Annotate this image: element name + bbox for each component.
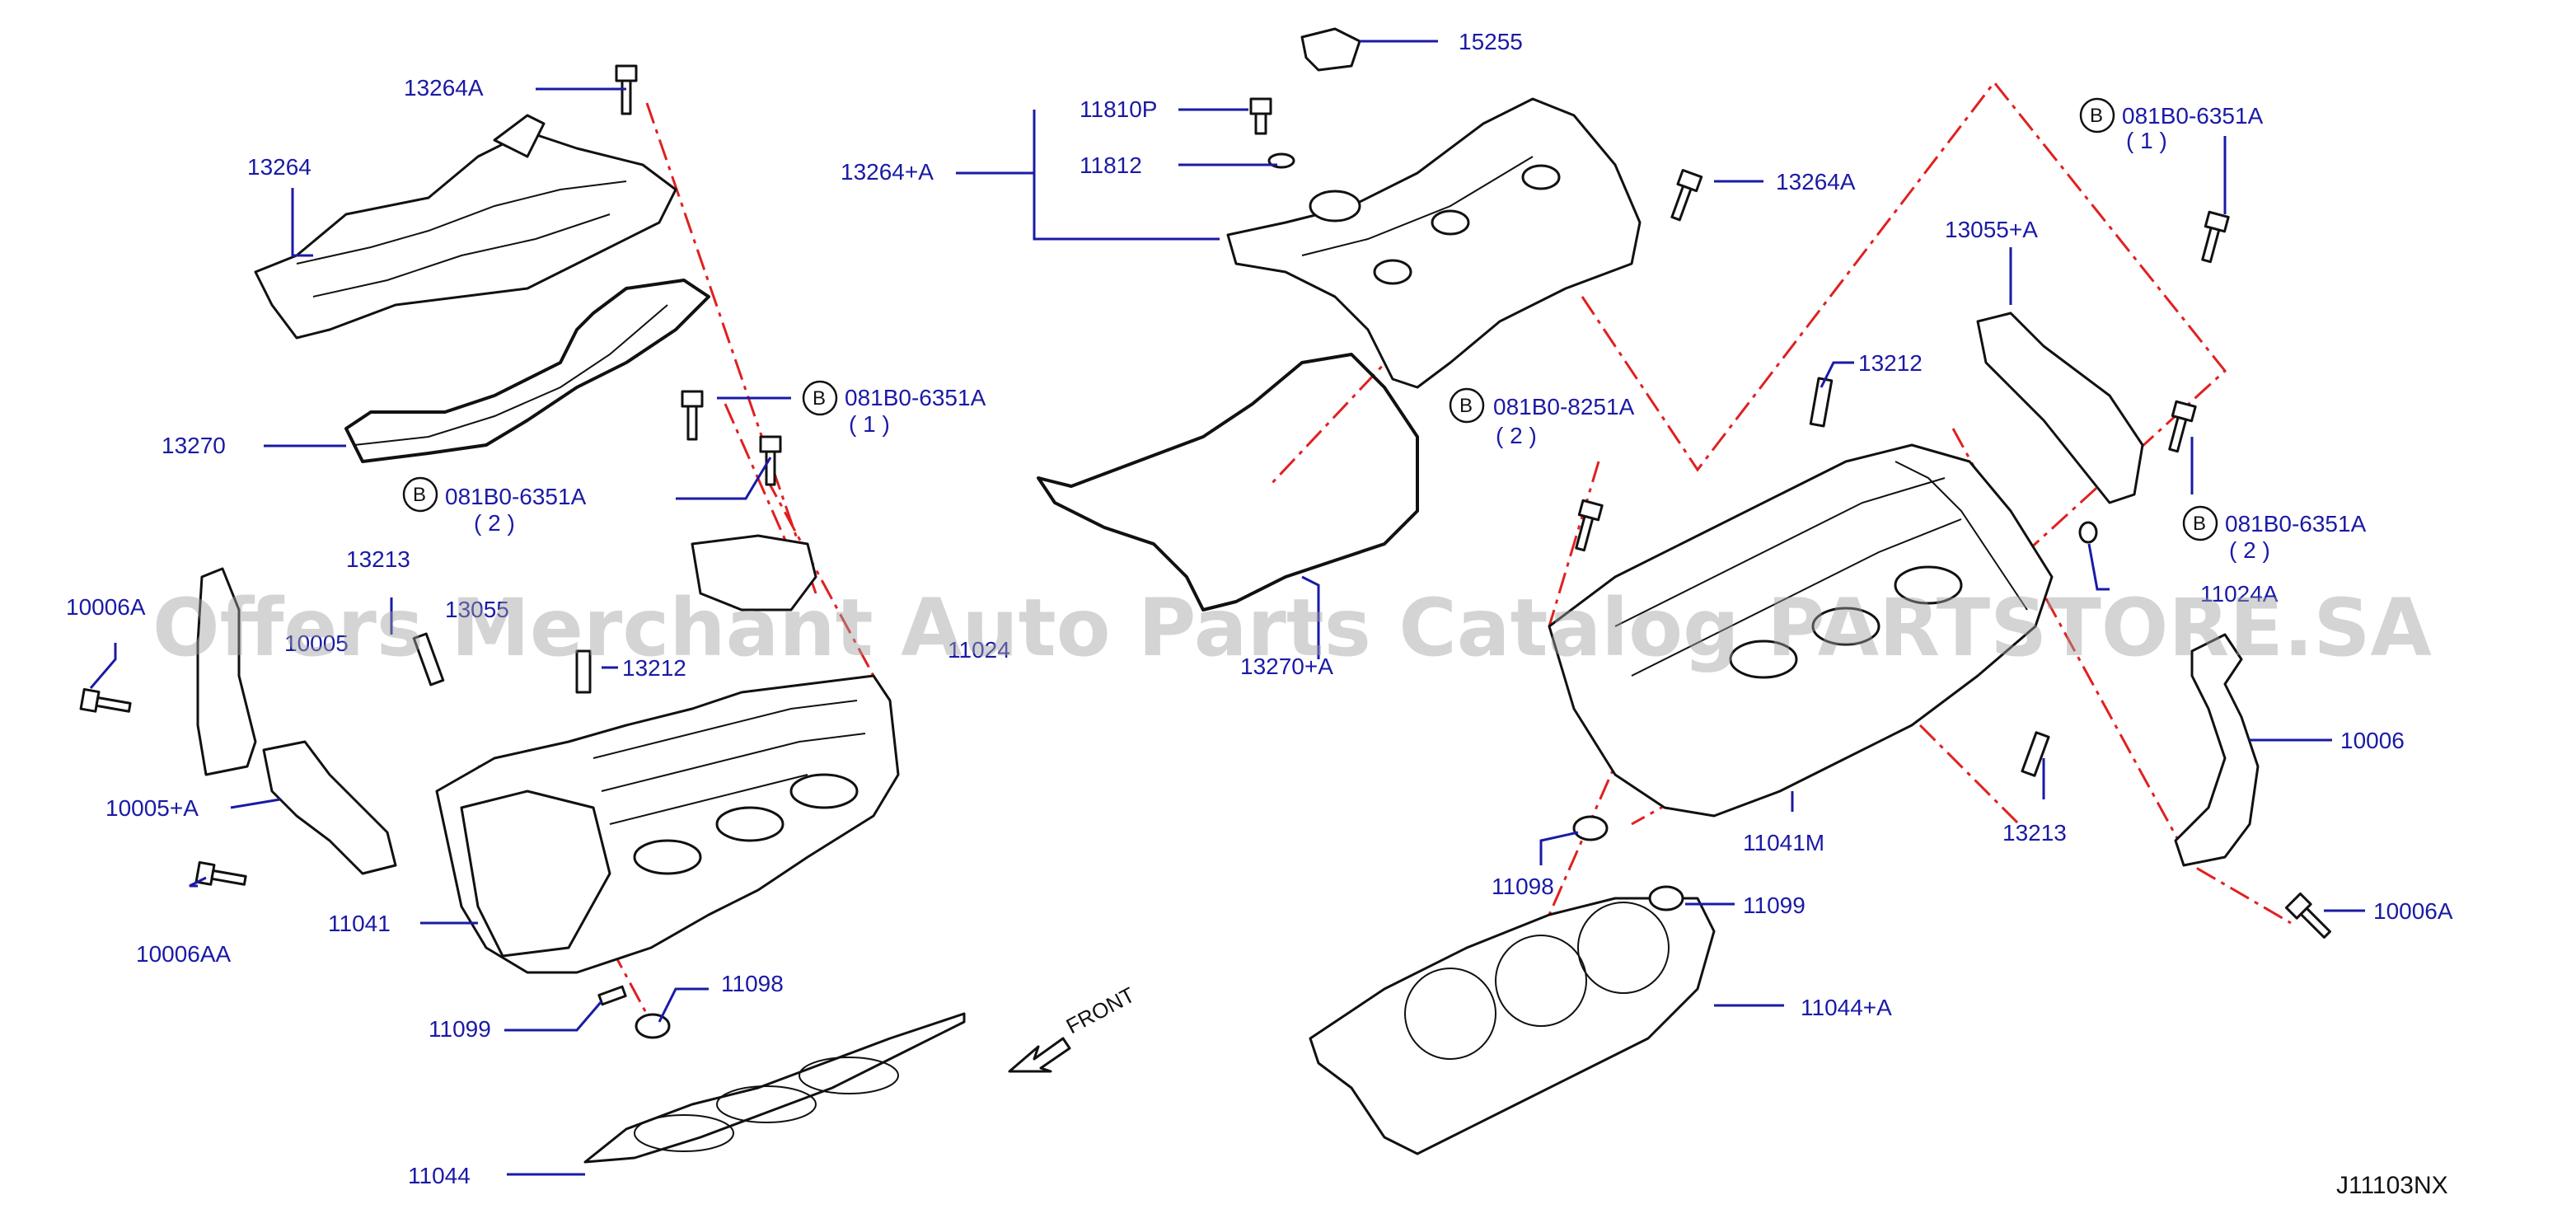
label-11044plusA: 11044+A bbox=[1801, 995, 1892, 1020]
label-13212-left: 13212 bbox=[622, 655, 686, 681]
part-labels: 15255 11810P 11812 13264A 13264A 13264 1… bbox=[66, 29, 2453, 1188]
valve-cover-13264plusA bbox=[1226, 27, 1642, 389]
callout-081B0-6351A-left-2: B 081B0-6351A ( 2 ) bbox=[402, 476, 587, 536]
label-partial-13055: 13055 bbox=[445, 597, 509, 622]
pin-13213-right bbox=[2021, 731, 2050, 777]
svg-text:B: B bbox=[2193, 513, 2206, 535]
label-11812: 11812 bbox=[1080, 152, 1142, 178]
callout-part-number: 081B0-6351A bbox=[2122, 103, 2264, 129]
head-gasket-11044 bbox=[583, 1012, 966, 1164]
callout-qty: ( 2 ) bbox=[1496, 423, 1537, 448]
label-10006: 10006 bbox=[2340, 728, 2405, 753]
leader-lines bbox=[89, 40, 2365, 1176]
callout-081B0-8251A: B 081B0-8251A ( 2 ) bbox=[1449, 387, 1635, 448]
bolt-10006A-right bbox=[2284, 892, 2331, 939]
label-13270plusA: 13270+A bbox=[1240, 654, 1333, 679]
valve-cover-gasket-13270plusA bbox=[1037, 353, 1419, 612]
callout-081B0-6351A-right-2: B 081B0-6351A ( 2 ) bbox=[2182, 505, 2367, 563]
bolt-10006AA bbox=[194, 860, 247, 886]
callout-qty: ( 1 ) bbox=[849, 411, 890, 437]
watermark: Offers Merchant Auto Parts Catalog PARTS… bbox=[152, 582, 2432, 674]
label-11044: 11044 bbox=[408, 1163, 471, 1188]
label-11099-right: 11099 bbox=[1743, 893, 1806, 918]
cylinder-head-11041 bbox=[435, 534, 900, 974]
bolt-081B0-6351A-right-bottom bbox=[2168, 400, 2197, 453]
label-partial-10005: 10005 bbox=[284, 630, 349, 656]
pin-11099-left bbox=[597, 985, 627, 1006]
bolt-10006A-left bbox=[79, 687, 132, 713]
label-11810P: 11810P bbox=[1080, 96, 1157, 122]
callout-qty: ( 2 ) bbox=[2229, 537, 2270, 563]
callout-part-number: 081B0-6351A bbox=[445, 484, 587, 509]
label-13213-right: 13213 bbox=[2002, 820, 2067, 846]
label-13213-left: 13213 bbox=[346, 546, 410, 572]
label-11041: 11041 bbox=[328, 911, 391, 936]
bolt-081B0-6351A-right-top bbox=[2201, 210, 2230, 264]
bolt-13264A-left bbox=[615, 64, 638, 115]
front-direction-indicator: FRONT bbox=[1008, 982, 1139, 1073]
label-10006AA: 10006AA bbox=[136, 941, 232, 967]
front-label: FRONT bbox=[1062, 982, 1139, 1039]
callout-part-number: 081B0-8251A bbox=[1493, 394, 1635, 419]
bolt-081B0-6351A-2 bbox=[759, 435, 782, 486]
small-parts bbox=[79, 64, 2331, 1039]
svg-text:B: B bbox=[413, 484, 426, 506]
pin-13212-left bbox=[575, 649, 592, 694]
label-13264plusA: 13264+A bbox=[841, 159, 934, 185]
plug-11024A bbox=[2078, 521, 2098, 544]
callout-qty: ( 2 ) bbox=[474, 510, 515, 536]
svg-text:B: B bbox=[1459, 395, 1473, 417]
callout-081B0-6351A-right-1: B 081B0-6351A ( 1 ) bbox=[2079, 97, 2264, 153]
label-13270: 13270 bbox=[162, 433, 226, 458]
label-10005plusA: 10005+A bbox=[105, 795, 199, 821]
label-13212-right: 13212 bbox=[1858, 350, 1923, 376]
cylinder-head-11041M bbox=[1548, 443, 2054, 818]
pin-13213-left bbox=[412, 632, 445, 686]
label-13264A-mid: 13264A bbox=[1776, 169, 1856, 194]
label-15255: 15255 bbox=[1459, 29, 1523, 54]
engine-bracket-10006 bbox=[2174, 633, 2260, 867]
diagram-code: J11103NX bbox=[2336, 1172, 2448, 1199]
bolt-13264A-right bbox=[1670, 168, 1703, 222]
callout-081B0-6351A-left-1: B 081B0-6351A ( 1 ) bbox=[802, 380, 986, 437]
label-partial-11024: 11024 bbox=[948, 637, 1010, 663]
seal-11099-right bbox=[1648, 885, 1684, 911]
bolt-11810P bbox=[1249, 97, 1272, 135]
callout-qty: ( 1 ) bbox=[2126, 128, 2167, 153]
bolt-callouts: B 081B0-6351A ( 1 ) B 081B0-6351A ( 2 ) … bbox=[402, 97, 2367, 563]
engine-bracket-left bbox=[196, 567, 397, 875]
callout-part-number: 081B0-6351A bbox=[845, 385, 986, 410]
label-13055plusA: 13055+A bbox=[1945, 217, 2038, 242]
bolt-081B0-8251A bbox=[1575, 499, 1604, 552]
label-10006A-left: 10006A bbox=[66, 594, 146, 620]
seal-11098-right bbox=[1572, 815, 1609, 841]
seal-11098-left bbox=[635, 1013, 671, 1039]
heat-shield-13264 bbox=[254, 114, 677, 340]
svg-text:B: B bbox=[2090, 105, 2103, 127]
head-gasket-11044plusA bbox=[1309, 897, 1716, 1155]
label-13264A-top: 13264A bbox=[404, 75, 484, 101]
label-10006A-right: 10006A bbox=[2373, 898, 2453, 924]
bolt-081B0-6351A-1 bbox=[681, 390, 704, 441]
label-11098-left: 11098 bbox=[721, 971, 784, 996]
bracket-13055plusA bbox=[1976, 312, 2144, 504]
label-13264: 13264 bbox=[247, 154, 311, 180]
label-11098-right: 11098 bbox=[1492, 874, 1554, 899]
callout-part-number: 081B0-6351A bbox=[2225, 511, 2367, 537]
valve-cover-gasket-13270 bbox=[344, 279, 710, 463]
label-partial-11024A: 11024A bbox=[2200, 581, 2279, 607]
svg-text:B: B bbox=[813, 387, 826, 410]
label-11041M: 11041M bbox=[1743, 830, 1824, 855]
label-11099-left: 11099 bbox=[429, 1016, 491, 1042]
